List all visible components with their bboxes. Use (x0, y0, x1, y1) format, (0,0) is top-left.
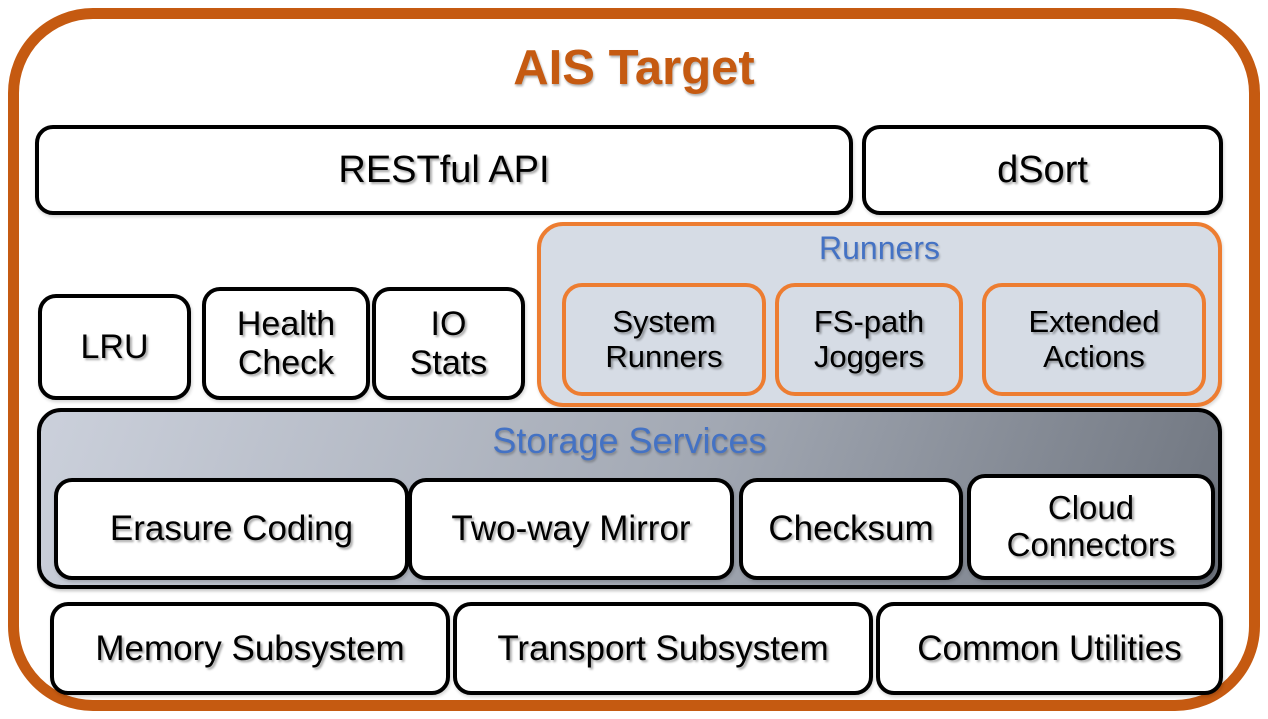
io-stats-label: IO Stats (409, 305, 488, 382)
extended-actions-box: Extended Actions (982, 283, 1206, 396)
fs-path-joggers-box: FS-path Joggers (775, 283, 963, 396)
system-runners-box: System Runners (562, 283, 766, 396)
memory-subsystem-box: Memory Subsystem (50, 602, 450, 695)
health-check-box: Health Check (202, 287, 370, 400)
dsort-label: dSort (997, 148, 1088, 191)
checksum-box: Checksum (739, 478, 963, 580)
two-way-mirror-box: Two-way Mirror (408, 478, 734, 580)
runners-panel-label: Runners (819, 230, 940, 266)
transport-subsystem-label: Transport Subsystem (497, 628, 829, 668)
lru-label: LRU (80, 327, 149, 366)
dsort-box: dSort (862, 125, 1223, 215)
lru-box: LRU (38, 294, 191, 400)
transport-subsystem-box: Transport Subsystem (453, 602, 873, 695)
checksum-label: Checksum (768, 509, 934, 549)
erasure-coding-box: Erasure Coding (54, 478, 409, 580)
diagram-title: AIS Target (513, 41, 755, 95)
cloud-connectors-label: Cloud Connectors (1006, 489, 1176, 563)
common-utilities-box: Common Utilities (876, 602, 1223, 695)
system-runners-label: System Runners (605, 303, 723, 374)
extended-actions-label: Extended Actions (1028, 303, 1160, 374)
cloud-connectors-box: Cloud Connectors (967, 474, 1215, 580)
runners-panel: Runners System Runners FS-path Joggers E… (537, 222, 1222, 407)
restful-api-label: RESTful API (338, 148, 550, 191)
erasure-coding-label: Erasure Coding (109, 509, 354, 549)
storage-services-panel-label: Storage Services (492, 420, 767, 461)
health-check-label: Health Check (236, 305, 336, 382)
restful-api-box: RESTful API (35, 125, 853, 215)
storage-services-panel: Storage Services Erasure Coding Two-way … (37, 408, 1222, 589)
fs-path-joggers-label: FS-path Joggers (813, 303, 925, 374)
two-way-mirror-label: Two-way Mirror (451, 509, 691, 549)
memory-subsystem-label: Memory Subsystem (95, 628, 405, 668)
io-stats-box: IO Stats (372, 287, 525, 400)
common-utilities-label: Common Utilities (917, 628, 1182, 668)
outer-frame-border (8, 8, 1260, 711)
